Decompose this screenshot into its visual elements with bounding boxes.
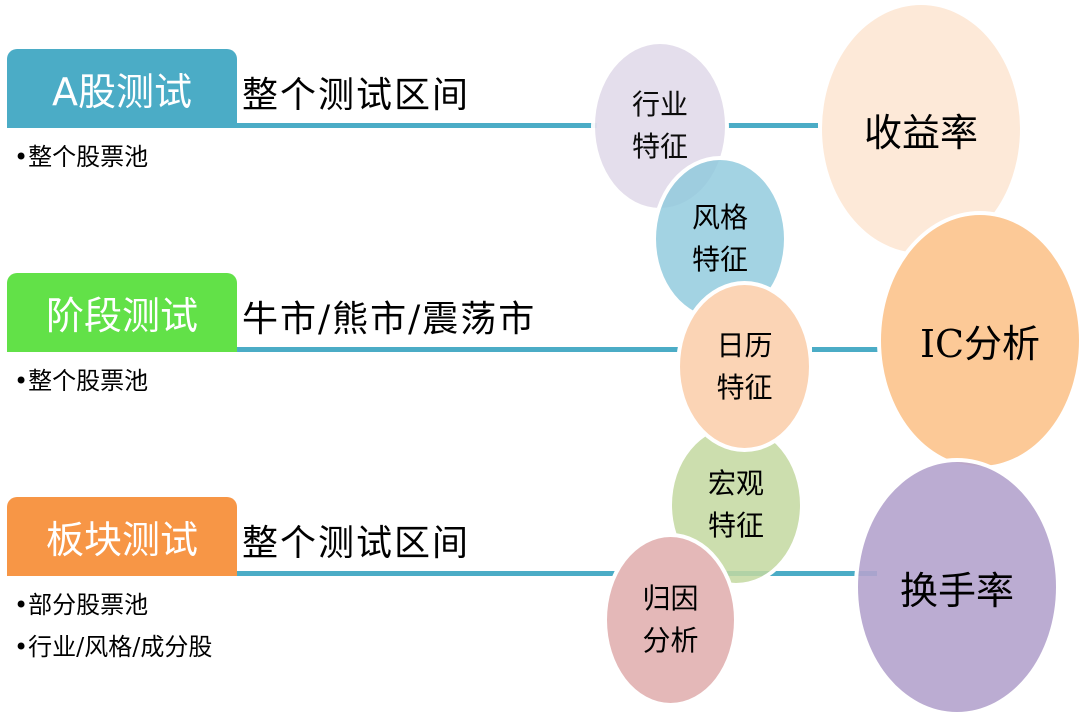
connector-line-1	[237, 123, 597, 128]
sector-test-bullet-2: •行业/风格/成分股	[14, 633, 213, 661]
ic-analysis-label: IC分析	[919, 322, 1041, 366]
calendar-feature-circle: 日历特征	[676, 281, 813, 452]
sector-test-bullet-1: •部分股票池	[14, 591, 149, 619]
connector-line-3	[237, 571, 877, 576]
connector-line-2b	[812, 347, 882, 352]
attribution-analysis-label: 归因分析	[642, 582, 699, 657]
calendar-feature-label: 日历特征	[716, 328, 773, 404]
industry-feature-circle: 行业特征	[591, 40, 729, 212]
connector-line-1b	[728, 123, 818, 128]
return-rate-label: 收益率	[863, 110, 978, 155]
sector-test-box: 板块测试	[7, 497, 237, 576]
a-share-test-range: 整个测试区间	[242, 75, 471, 116]
phase-test-bullet: •整个股票池	[14, 367, 149, 395]
a-share-test-bullet: •整个股票池	[14, 143, 149, 171]
macro-feature-label: 宏观特征	[707, 467, 764, 542]
attribution-analysis-circle: 归因分析	[603, 533, 738, 707]
phase-test-box: 阶段测试	[7, 273, 237, 352]
connector-line-2	[237, 347, 682, 352]
industry-feature-label: 行业特征	[631, 88, 688, 163]
turnover-rate-circle: 换手率	[854, 458, 1060, 716]
turnover-rate-label: 换手率	[899, 568, 1014, 613]
sector-test-range: 整个测试区间	[242, 523, 471, 564]
phase-test-range: 牛市/熊市/震荡市	[242, 299, 537, 340]
ic-analysis-circle: IC分析	[877, 211, 1080, 470]
a-share-test-box: A股测试	[7, 49, 237, 128]
style-feature-label: 风格特征	[691, 201, 748, 276]
